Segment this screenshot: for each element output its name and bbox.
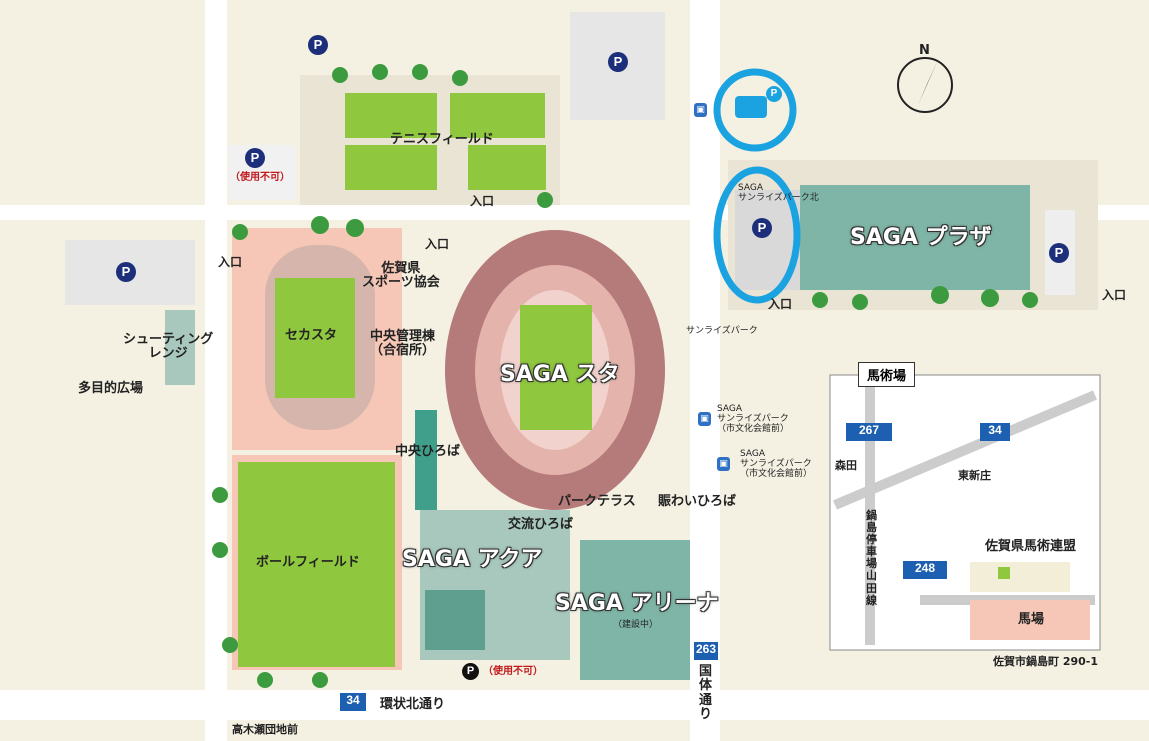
multipurpose-square-label: 多目的広場 <box>78 381 144 396</box>
bus-stop-label: SAGA サンライズパーク （市文化会館前） <box>740 449 813 479</box>
sunrise-park-label: サンライズパーク <box>686 326 758 336</box>
parking-icon: P <box>116 262 136 282</box>
entrance-label: 入口 <box>470 194 495 208</box>
equestrian-federation-label: 佐賀県馬術連盟 <box>985 539 1077 554</box>
bus-stop-icon: ▣ <box>698 412 711 426</box>
route-sign: 267 <box>846 423 892 441</box>
bus-stop-label: SAGA サンライズパーク （市文化会館前） <box>717 404 790 434</box>
address-label: 佐賀市鍋島町 290-1 <box>993 655 1099 668</box>
parking-icon: P <box>462 663 479 680</box>
parking-icon: P <box>308 35 328 55</box>
central-plaza-label: 中央ひろば <box>395 444 461 459</box>
sports-association-label: 佐賀県 スポーツ協会 <box>362 261 440 291</box>
takagise-label: 高木瀬団地前 <box>232 723 298 736</box>
saga-aqua-label: SAGA アクア <box>402 547 543 572</box>
entrance-label: 入口 <box>1102 288 1127 302</box>
route-34-sign: 34 <box>340 693 366 711</box>
sekasuta-label: セカスタ <box>285 328 338 343</box>
central-admin-label: 中央管理棟 （合宿所） <box>370 329 436 359</box>
kanjo-street-label: 環状北通り <box>380 697 446 712</box>
parking-icon: P <box>245 148 265 168</box>
saga-plaza-label: SAGA プラザ <box>850 225 992 250</box>
route-sign: 34 <box>980 423 1010 441</box>
kokutai-street-label: 国体通り <box>699 664 713 722</box>
nabeshima-line-label: 鍋島停車場山田線 <box>866 509 877 607</box>
saga-arena-label: SAGA アリーナ <box>555 591 719 616</box>
riding-ground-label: 馬場 <box>1018 612 1045 627</box>
higashi-shinjo-label: 東新庄 <box>958 469 991 482</box>
ball-field-label: ボールフィールド <box>256 555 360 570</box>
entrance-label: 入口 <box>425 237 450 251</box>
park-terrace-label: パークテラス <box>558 494 636 509</box>
unusable-label: （使用不可） <box>230 172 290 183</box>
parking-icon: P <box>608 52 628 72</box>
entrance-label: 入口 <box>218 255 243 269</box>
tennis-field-label: テニスフィールド <box>390 132 494 147</box>
nigiwai-plaza-label: 賑わいひろば <box>658 494 737 509</box>
route-sign: 248 <box>903 561 947 579</box>
sunrise-park-north-label: SAGA サンライズパーク北 <box>738 183 819 203</box>
exchange-plaza-label: 交流ひろば <box>508 517 574 532</box>
morita-label: 森田 <box>835 459 857 472</box>
unusable-label: （使用不可） <box>483 666 543 677</box>
bus-stop-icon: ▣ <box>717 457 730 471</box>
parking-icon: P <box>766 86 782 102</box>
inset-title: 馬術場 <box>858 362 916 387</box>
parking-icon: P <box>1049 243 1069 263</box>
route-263-sign: 263 <box>694 642 718 660</box>
saga-sta-label: SAGA スタ <box>500 362 620 387</box>
car-icon <box>735 96 767 118</box>
under-construction-label: （建設中） <box>613 620 659 630</box>
shooting-range-label: シューティング レンジ <box>123 332 214 362</box>
entrance-label: 入口 <box>768 297 793 311</box>
compass-north-label: N <box>919 43 930 58</box>
bus-stop-icon: ▣ <box>694 103 707 117</box>
parking-icon: P <box>752 218 772 238</box>
